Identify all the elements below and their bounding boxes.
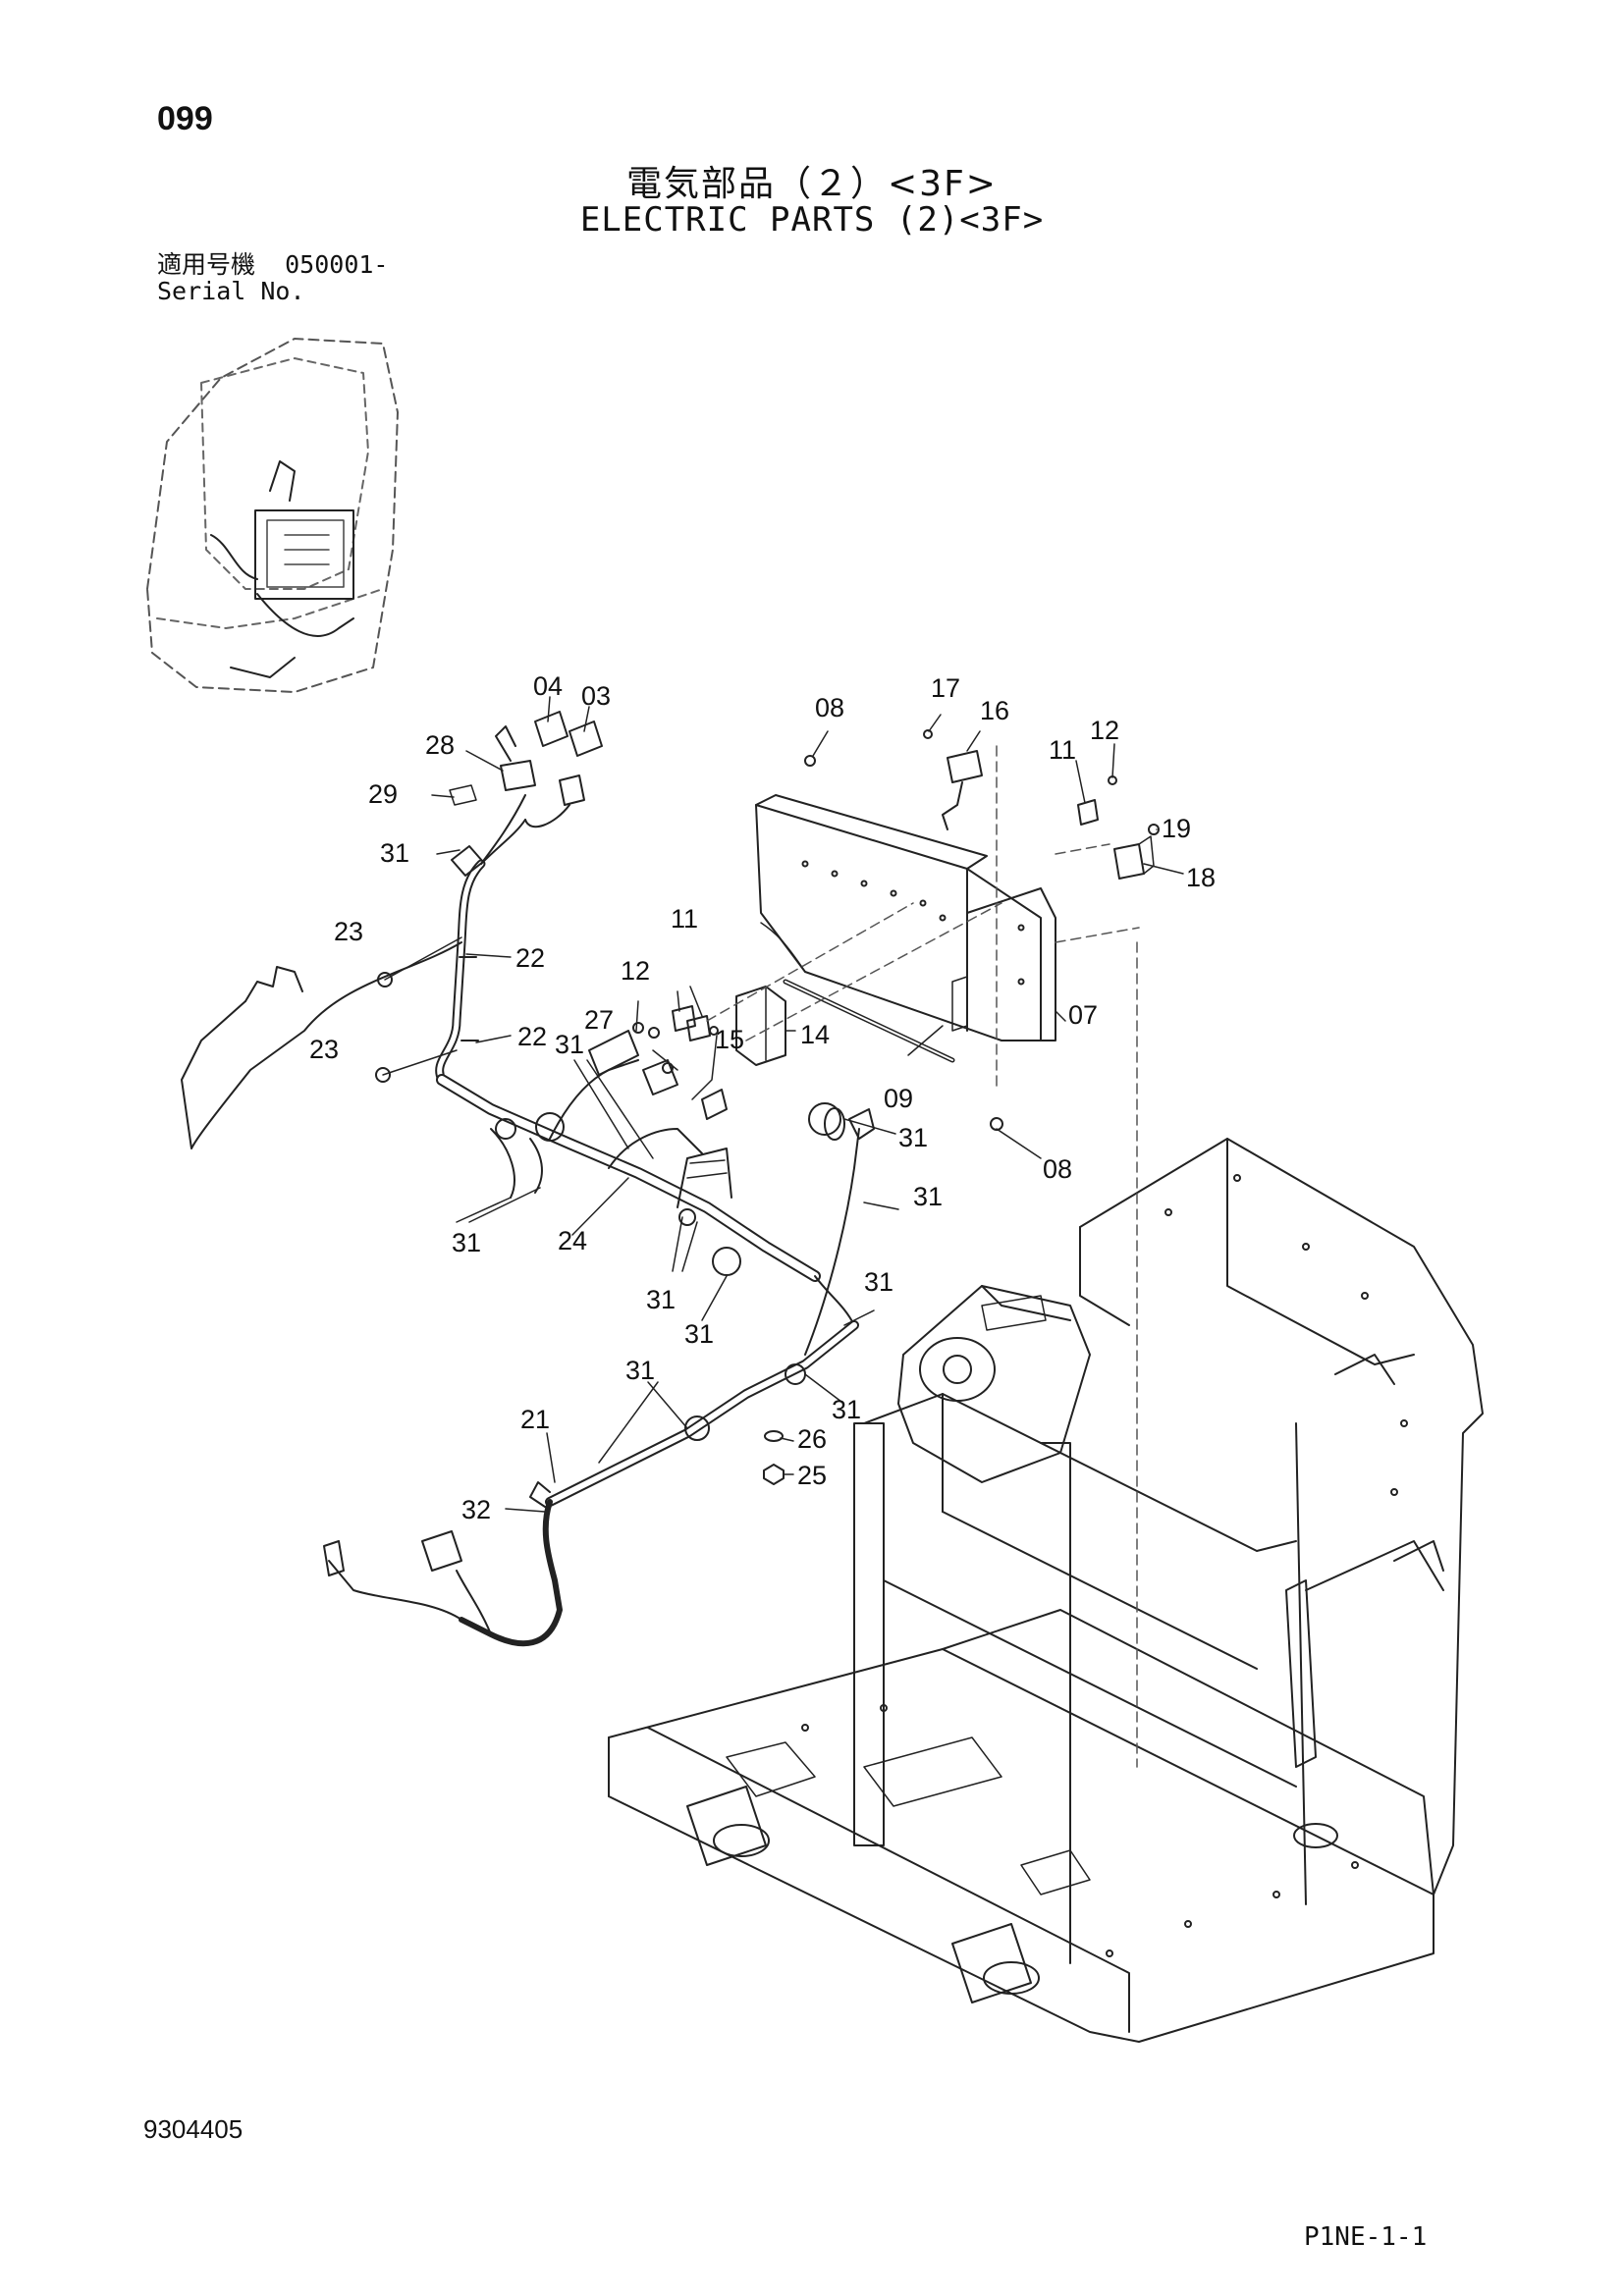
callout-23-b: 23 bbox=[309, 1035, 339, 1064]
document-number: 9304405 bbox=[143, 2114, 244, 2144]
callout-08-a: 08 bbox=[815, 693, 844, 722]
page-title-jp: 電気部品（２）<3F> bbox=[626, 164, 998, 204]
callout-31-h: 31 bbox=[864, 1267, 893, 1297]
callout-08-b: 08 bbox=[1043, 1154, 1072, 1184]
callout-32: 32 bbox=[461, 1495, 491, 1524]
callout-31-f: 31 bbox=[646, 1285, 676, 1314]
serial-label-jp: 適用号機 bbox=[157, 250, 256, 279]
callout-29: 29 bbox=[368, 779, 398, 809]
callout-19: 19 bbox=[1162, 814, 1191, 843]
page-title-en: ELECTRIC PARTS (2)<3F> bbox=[579, 200, 1045, 240]
callout-16: 16 bbox=[980, 696, 1009, 725]
callout-25: 25 bbox=[797, 1461, 827, 1490]
callout-31-e: 31 bbox=[452, 1228, 481, 1257]
callout-03: 03 bbox=[581, 681, 611, 711]
callout-31-g: 31 bbox=[684, 1319, 714, 1349]
callout-24: 24 bbox=[558, 1226, 587, 1255]
callout-15: 15 bbox=[715, 1025, 744, 1054]
harness-clips bbox=[451, 845, 845, 1441]
callout-31-c: 31 bbox=[898, 1123, 928, 1152]
callout-31-j: 31 bbox=[625, 1356, 655, 1385]
callout-23-a: 23 bbox=[334, 917, 363, 946]
cab-location-inset bbox=[146, 338, 399, 693]
callout-21: 21 bbox=[520, 1405, 550, 1434]
callout-09: 09 bbox=[884, 1084, 913, 1113]
callout-22-a: 22 bbox=[515, 943, 545, 973]
harness-21 bbox=[323, 1108, 875, 1647]
callout-31-i: 31 bbox=[832, 1395, 861, 1424]
callout-31-d: 31 bbox=[913, 1182, 943, 1211]
cab-floor-frame bbox=[608, 1138, 1484, 2043]
panel-assembly bbox=[375, 729, 1160, 1485]
leader-lines bbox=[382, 696, 1184, 1513]
callout-04: 04 bbox=[533, 671, 563, 701]
callout-26: 26 bbox=[797, 1424, 827, 1454]
callout-17: 17 bbox=[931, 673, 960, 703]
serial-row-jp: 適用号機 050001- bbox=[157, 251, 388, 278]
callout-22-b: 22 bbox=[517, 1022, 547, 1051]
callout-11-a: 11 bbox=[671, 904, 698, 934]
callout-12-a: 12 bbox=[621, 956, 650, 986]
callout-28: 28 bbox=[425, 730, 455, 760]
connectors-top bbox=[449, 711, 603, 865]
reference-lines bbox=[706, 745, 1140, 1768]
callout-31-b: 31 bbox=[555, 1030, 584, 1059]
serial-label-en: Serial No. bbox=[157, 277, 305, 305]
callout-labels: 04 03 28 29 31 23 22 23 22 31 27 12 11 1… bbox=[309, 671, 1216, 1524]
page-code: P1NE-1-1 bbox=[1304, 2222, 1428, 2252]
callout-27: 27 bbox=[584, 1005, 614, 1035]
serial-value: 050001- bbox=[285, 250, 389, 279]
callout-14: 14 bbox=[800, 1020, 830, 1049]
callout-07: 07 bbox=[1068, 1000, 1098, 1030]
callout-31-a: 31 bbox=[380, 838, 409, 868]
callout-12-b: 12 bbox=[1090, 716, 1119, 745]
serial-block: 適用号機 050001- Serial No. bbox=[157, 251, 388, 304]
page-number: 099 bbox=[157, 100, 213, 137]
callout-11-b: 11 bbox=[1049, 735, 1076, 765]
callout-18: 18 bbox=[1186, 863, 1216, 892]
